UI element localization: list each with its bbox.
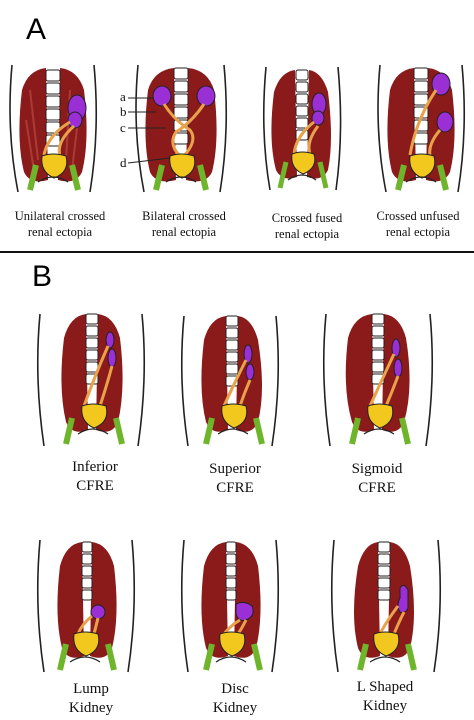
panel-divider xyxy=(0,251,474,253)
pointer-label-b: b xyxy=(120,104,127,119)
pointer-label-d: d xyxy=(120,155,127,170)
panel-b-label: B xyxy=(32,260,53,293)
figure-bilateral-crossed xyxy=(127,64,228,193)
figure-unilateral-crossed xyxy=(9,64,98,193)
figure-inferior-cfre xyxy=(36,313,146,447)
figure-disc-kidney xyxy=(180,539,280,673)
figure-sigmoid-cfre xyxy=(322,313,434,447)
figure-l-shaped-kidney xyxy=(330,539,442,673)
figure-crossed-fused xyxy=(262,66,342,191)
pointer-label-a: a xyxy=(120,89,126,104)
panel-a-label: A xyxy=(26,13,47,46)
figure-crossed-unfused xyxy=(377,64,466,193)
figure-lump-kidney xyxy=(36,539,136,673)
figure-superior-cfre xyxy=(180,315,280,447)
pointer-label-c: c xyxy=(120,120,126,135)
